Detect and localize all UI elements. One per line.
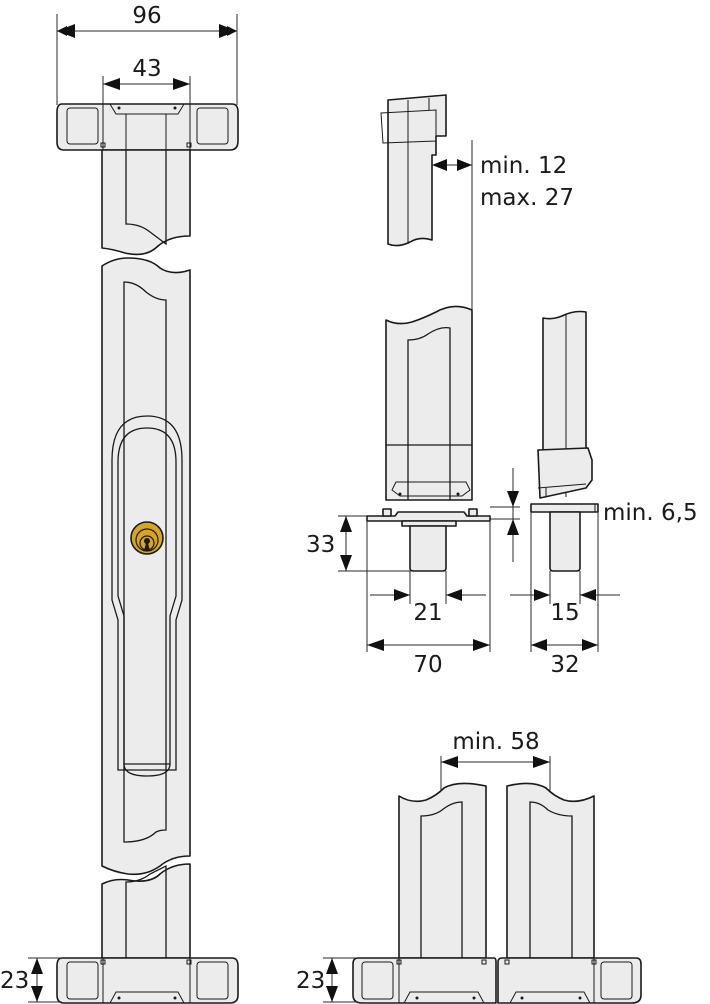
- dimension-bracket-height-left: 23: [0, 957, 62, 1003]
- strike-plate-front: 33 21 70: [306, 305, 520, 678]
- strike-clearance-label: min. 6,5: [603, 500, 698, 526]
- top-bracket: [56, 103, 239, 151]
- frame-gap-max-label: max. 27: [480, 185, 574, 211]
- frame-gap-min-label: min. 12: [480, 153, 567, 179]
- side-inner-width-label: 15: [550, 600, 579, 626]
- double-bottom-bracket: min. 58 23: [296, 729, 642, 1004]
- key-cylinder: [130, 521, 164, 555]
- strike-plate-side: min. 6,5 15 32: [510, 310, 698, 678]
- dimension-overall-width: 96: [56, 3, 238, 105]
- bottom-bracket: [56, 957, 239, 1004]
- dimension-center-width: 43: [102, 56, 191, 105]
- lock-bar: 96 43: [0, 3, 239, 1004]
- side-outer-width-label: 32: [550, 652, 579, 678]
- strike-height-label: 33: [306, 532, 335, 558]
- bracket-height-right-label: 23: [296, 968, 325, 994]
- frame-gap-detail: min. 12 max. 27: [380, 94, 574, 310]
- bracket-height-left-label: 23: [0, 968, 29, 994]
- min-distance-label: min. 58: [452, 729, 539, 755]
- overall-width-label: 96: [132, 3, 161, 29]
- strike-inner-width-label: 21: [413, 600, 442, 626]
- center-width-label: 43: [132, 56, 161, 82]
- strike-outer-width-label: 70: [413, 652, 442, 678]
